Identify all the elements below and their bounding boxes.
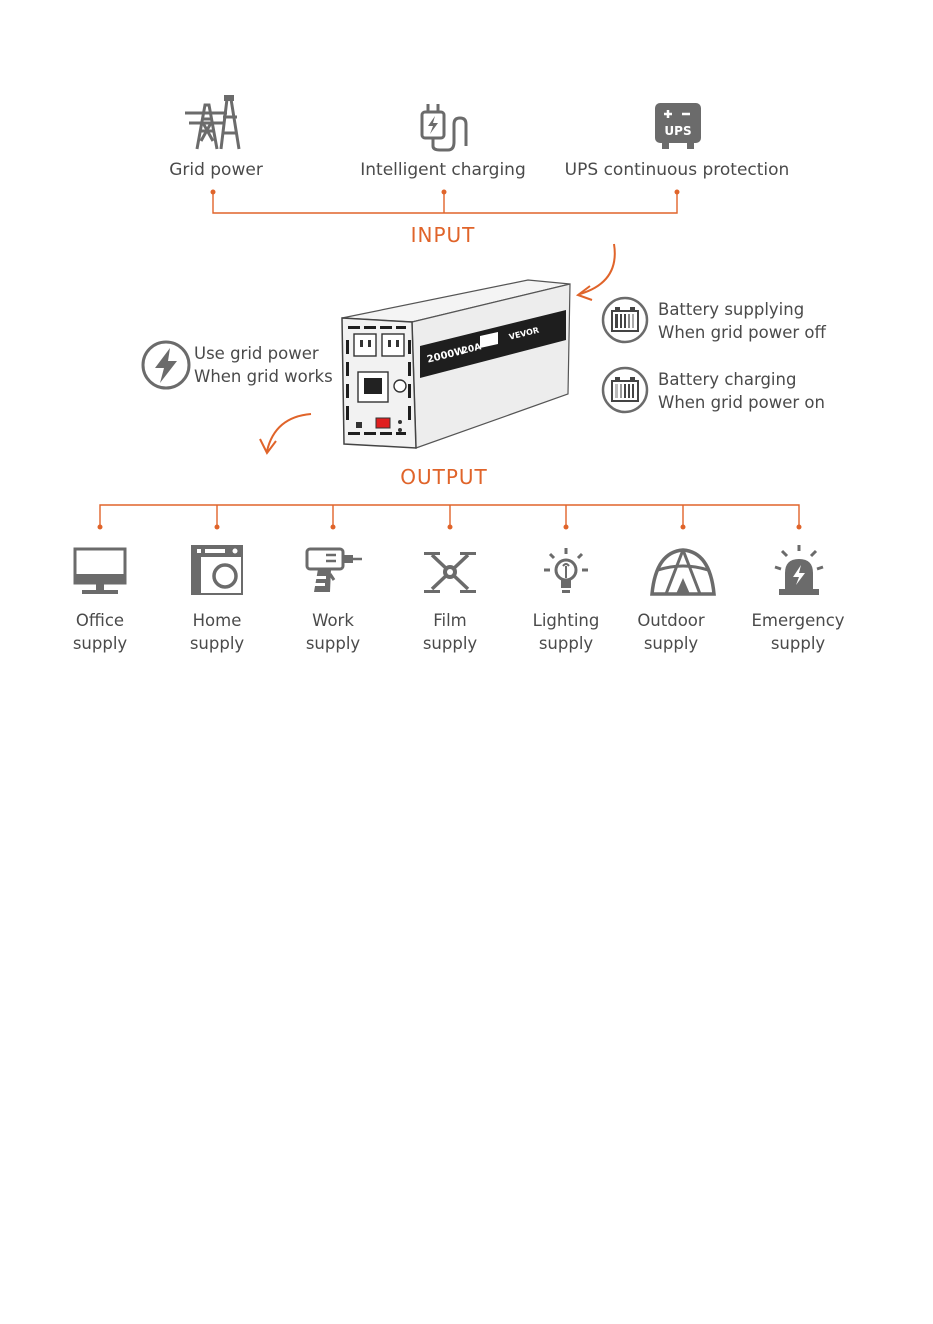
washing-machine-icon: [189, 543, 245, 597]
output-item-emergency: Emergency supply: [751, 609, 844, 655]
monitor-icon: [72, 546, 128, 596]
output-item-label: Outdoor: [637, 609, 704, 632]
output-item-home: Home supply: [190, 609, 244, 655]
output-item-sublabel: supply: [751, 632, 844, 655]
output-item-label: Lighting: [533, 609, 600, 632]
output-item-label: Office: [73, 609, 127, 632]
output-item-outdoor: Outdoor supply: [637, 609, 704, 655]
output-item-sublabel: supply: [637, 632, 704, 655]
output-item-label: Work: [306, 609, 360, 632]
drill-icon: [304, 546, 364, 598]
tent-icon: [648, 546, 718, 598]
output-item-sublabel: supply: [423, 632, 477, 655]
alarm-light-icon: [771, 543, 827, 599]
output-item-work: Work supply: [306, 609, 360, 655]
light-bulb-icon: [538, 544, 594, 600]
output-item-sublabel: supply: [533, 632, 600, 655]
drone-icon: [422, 545, 478, 599]
output-item-label: Home: [190, 609, 244, 632]
output-item-lighting: Lighting supply: [533, 609, 600, 655]
output-connector-lines: [0, 0, 933, 540]
output-item-film: Film supply: [423, 609, 477, 655]
output-item-sublabel: supply: [306, 632, 360, 655]
output-item-label: Emergency: [751, 609, 844, 632]
output-item-label: Film: [423, 609, 477, 632]
output-item-office: Office supply: [73, 609, 127, 655]
output-item-sublabel: supply: [190, 632, 244, 655]
output-item-sublabel: supply: [73, 632, 127, 655]
